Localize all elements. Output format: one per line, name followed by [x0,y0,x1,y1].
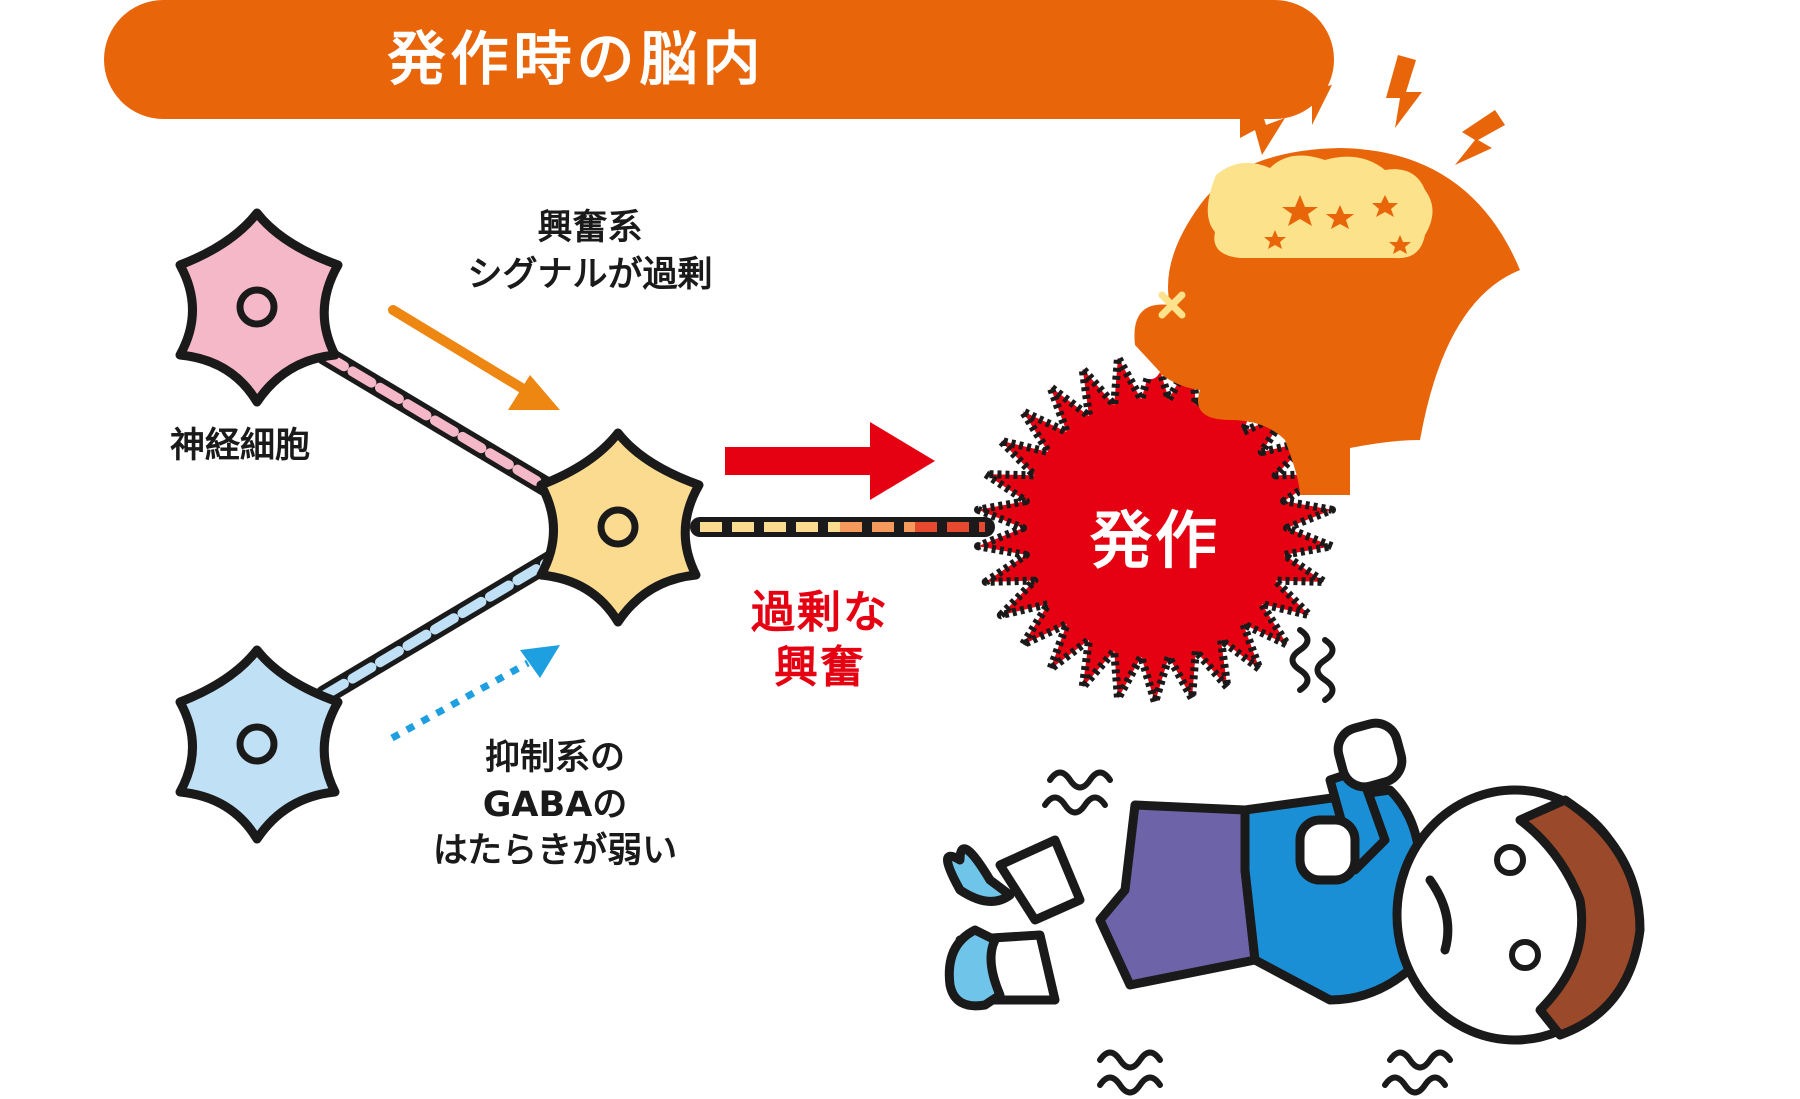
neuron-blue [175,645,343,844]
neuron-pink [175,208,343,407]
neuron-label: 神経細胞 [170,426,311,466]
excitatory-label-line1: 興奮系 [537,208,643,248]
title-banner: 発作時の脳内 [104,0,1334,119]
excitatory-arrow [388,305,560,410]
inhibitory-label: 抑制系の GABAの はたらきが弱い [395,735,715,875]
axon-blue [315,545,570,705]
head-illustration [1129,55,1520,495]
axon-pink [315,345,570,505]
seizure-person-illustration [943,718,1645,1045]
brain-spark-icons [1264,195,1411,254]
excitatory-label: 興奮系 シグナルが過剰 [440,205,740,298]
shake-lines [1042,627,1453,1096]
excitatory-label-line2: シグナルが過剰 [467,254,713,295]
inhibitory-label-line3: はたらきが弱い [432,831,678,872]
neuron-yellow [536,428,704,627]
inhibitory-label-line1: 抑制系の [484,738,625,778]
excess-arrow [725,422,935,500]
excess-label: 過剰な 興奮 [725,585,915,695]
seizure-label: 発作 [1089,504,1220,577]
lightning-icons [1240,55,1505,165]
excess-label-line1: 過剰な [751,587,889,638]
page-title: 発作時の脳内 [387,25,766,93]
inhibitory-arrow [390,645,560,742]
inhibitory-label-line2: GABAの [482,784,628,825]
excess-label-line2: 興奮 [774,642,866,693]
